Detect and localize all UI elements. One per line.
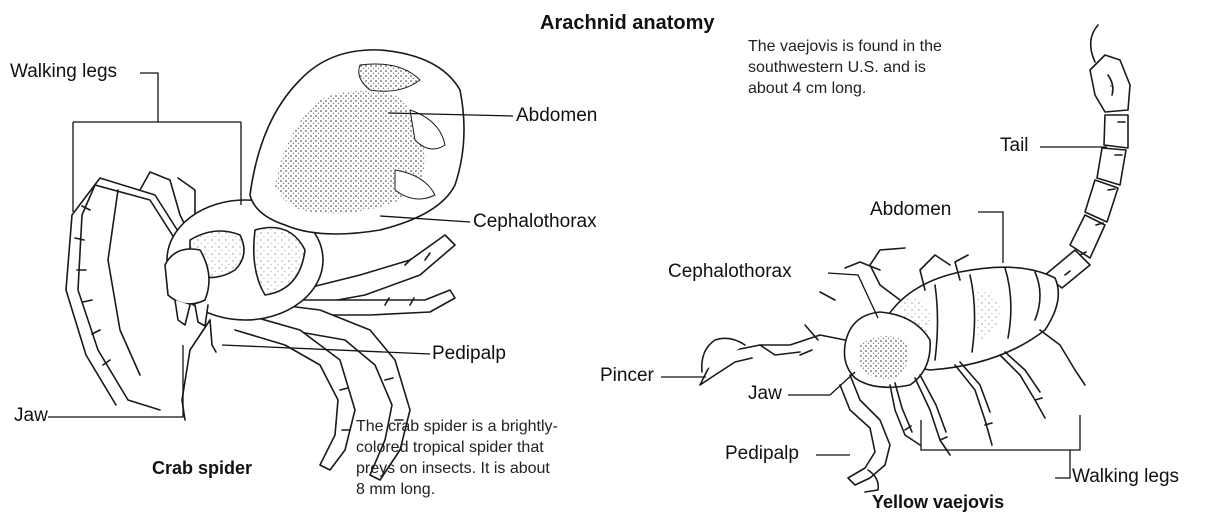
crab-description-line: 8 mm long. — [356, 479, 558, 500]
vaejovis-description: The vaejovis is found in the southwester… — [748, 36, 942, 99]
vaejovis-label-walking-legs: Walking legs — [1072, 467, 1179, 487]
crab-label-cephalothorax: Cephalothorax — [473, 212, 597, 232]
vaejovis-label-pedipalp: Pedipalp — [725, 444, 799, 464]
vaejovis-label-tail: Tail — [1000, 136, 1029, 156]
vaejovis-cephalothorax-leader — [828, 273, 878, 318]
crab-label-jaw: Jaw — [14, 406, 48, 426]
crab-label-abdomen: Abdomen — [516, 106, 597, 126]
vaejovis-label-jaw: Jaw — [748, 384, 782, 404]
vaejovis-caption: Yellow vaejovis — [872, 492, 1004, 513]
vaejovis-description-line: about 4 cm long. — [748, 78, 942, 99]
diagram-title: Arachnid anatomy — [540, 12, 714, 35]
vaejovis-description-line: The vaejovis is found in the — [748, 36, 942, 57]
vaejovis-label-abdomen: Abdomen — [870, 200, 951, 220]
vaejovis-abdomen-leader — [978, 212, 1003, 263]
vaejovis-description-line: southwestern U.S. and is — [748, 57, 942, 78]
crab-spider-caption: Crab spider — [152, 458, 252, 479]
crab-label-walking-legs: Walking legs — [10, 62, 117, 82]
crab-label-pedipalp: Pedipalp — [432, 344, 506, 364]
crab-description-line: preys on insects. It is about — [356, 458, 558, 479]
crab-description-line: colored tropical spider that — [356, 437, 558, 458]
vaejovis-tail — [1045, 25, 1130, 288]
vaejovis-label-cephalothorax: Cephalothorax — [668, 262, 792, 282]
crab-description-line: The crab spider is a brightly- — [356, 416, 558, 437]
crab-spider-description: The crab spider is a brightly- colored t… — [356, 416, 558, 500]
vaejovis-label-pincer: Pincer — [600, 366, 654, 386]
